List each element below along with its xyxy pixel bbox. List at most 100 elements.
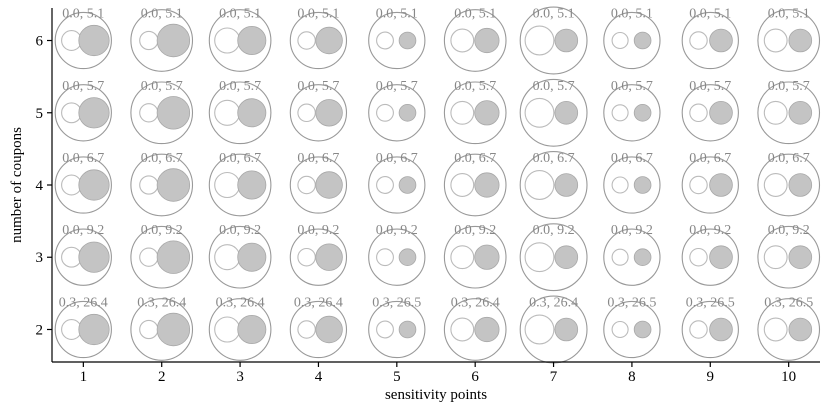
x-tick-label: 8 (628, 369, 636, 385)
filled-circle (237, 170, 267, 200)
data-label: 0.0, 5.7 (62, 79, 104, 94)
data-label: 0.0, 6.7 (376, 151, 418, 166)
x-tick-label: 6 (471, 369, 479, 385)
outer-circle (368, 84, 426, 142)
outer-circle (443, 225, 507, 289)
filled-circle (156, 240, 191, 274)
empty-circle (376, 248, 394, 267)
filled-circle (474, 100, 500, 126)
data-label: 0.3, 26.4 (137, 296, 186, 311)
outer-circle (289, 228, 348, 286)
outer-circle (368, 11, 426, 70)
empty-circle (376, 103, 394, 122)
data-label: 0.0, 5.1 (141, 7, 183, 22)
data-label: 0.0, 9.2 (62, 223, 104, 238)
outer-circle (519, 6, 588, 75)
empty-circle (450, 28, 475, 53)
data-label: 0.3, 26.5 (686, 296, 735, 311)
data-label: 0.0, 9.2 (768, 223, 810, 238)
filled-circle (709, 101, 733, 125)
data-label: 0.0, 5.1 (62, 7, 104, 22)
data-label: 0.0, 5.7 (219, 79, 261, 94)
empty-circle (450, 173, 475, 197)
empty-circle (376, 176, 394, 194)
filled-circle (633, 320, 652, 339)
filled-circle (156, 168, 191, 202)
filled-circle (554, 245, 579, 270)
outer-circle (368, 300, 426, 359)
data-label: 0.3, 26.4 (59, 296, 108, 311)
data-label: 0.0, 9.2 (533, 223, 575, 238)
outer-circle (681, 156, 739, 214)
empty-circle (611, 104, 629, 122)
empty-circle (297, 103, 316, 123)
filled-circle (709, 28, 733, 53)
empty-circle (376, 320, 394, 339)
filled-circle (237, 314, 267, 344)
filled-circle (237, 98, 267, 128)
data-label: 0.3, 26.5 (372, 296, 421, 311)
filled-circle (398, 31, 417, 50)
filled-circle (633, 31, 652, 50)
outer-circle (289, 156, 348, 214)
outer-circle (208, 225, 272, 289)
cell-3-2: 0.3, 26.4 (208, 296, 272, 361)
outer-circle (130, 81, 194, 145)
empty-circle (139, 175, 159, 195)
x-tick-label: 10 (781, 369, 796, 385)
y-tick-label: 5 (36, 106, 44, 122)
filled-circle (554, 173, 579, 197)
data-label: 0.0, 6.7 (768, 151, 810, 166)
outer-circle (757, 81, 821, 145)
outer-circle (368, 228, 426, 286)
cell-4-4: 0.0, 6.7 (289, 151, 348, 214)
outer-circle (603, 11, 661, 70)
filled-circle (78, 24, 110, 57)
filled-circle (156, 312, 191, 347)
empty-circle (450, 317, 475, 342)
x-tick-label: 4 (315, 369, 323, 385)
filled-circle (709, 245, 733, 270)
empty-circle (450, 245, 475, 270)
x-tick-label: 7 (550, 369, 558, 385)
outer-circle (208, 81, 272, 145)
filled-circle (398, 176, 417, 194)
data-label: 0.0, 5.1 (376, 7, 418, 22)
y-tick-label: 6 (36, 34, 44, 50)
data-label: 0.0, 6.7 (62, 151, 104, 166)
data-label: 0.0, 5.7 (376, 79, 418, 94)
outer-circle (519, 223, 588, 292)
cell-1-2: 0.3, 26.4 (54, 296, 112, 359)
cell-9-5: 0.0, 5.7 (681, 79, 739, 142)
data-label: 0.0, 5.7 (533, 79, 575, 94)
cell-10-6: 0.0, 5.1 (757, 7, 821, 72)
empty-circle (297, 31, 316, 50)
filled-circle (474, 27, 500, 54)
data-label: 0.0, 6.7 (689, 151, 731, 166)
empty-circle (376, 31, 394, 50)
filled-circle (554, 28, 579, 53)
filled-circle (633, 104, 652, 122)
cell-6-5: 0.0, 5.7 (443, 79, 507, 145)
empty-circle (763, 28, 788, 53)
data-label: 0.0, 6.7 (611, 151, 653, 166)
filled-circle (474, 172, 500, 198)
empty-circle (214, 316, 241, 343)
cell-8-2: 0.3, 26.5 (603, 296, 661, 359)
filled-circle (78, 169, 110, 201)
empty-circle (524, 314, 555, 345)
outer-circle (519, 78, 588, 147)
cell-5-6: 0.0, 5.1 (368, 7, 426, 70)
filled-circle (398, 320, 417, 339)
outer-circle (130, 9, 194, 72)
filled-circle (709, 317, 733, 342)
cell-9-6: 0.0, 5.1 (681, 7, 739, 70)
cell-3-5: 0.0, 5.7 (208, 79, 272, 145)
data-label: 0.0, 9.2 (454, 223, 496, 238)
data-label: 0.0, 6.7 (297, 151, 339, 166)
outer-circle (603, 156, 661, 214)
cell-9-4: 0.0, 6.7 (681, 151, 739, 214)
data-label: 0.3, 26.4 (294, 296, 343, 311)
cell-1-5: 0.0, 5.7 (54, 79, 112, 142)
data-label: 0.0, 5.7 (768, 79, 810, 94)
